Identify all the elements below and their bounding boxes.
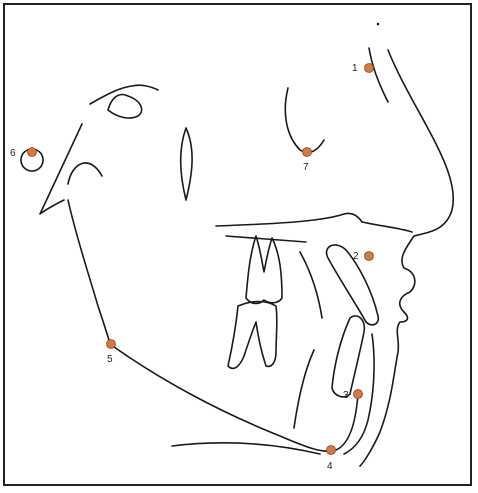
lower-molar	[228, 302, 277, 369]
lower-root-line	[294, 350, 314, 428]
landmark-label-3: 3	[343, 390, 349, 401]
palatal-plane	[216, 213, 412, 232]
landmark-label-1: 1	[352, 63, 358, 74]
hyoid-line	[172, 443, 320, 454]
soft-tissue-profile	[360, 50, 453, 466]
soft-nasion-dot	[377, 23, 380, 26]
nasal-bone	[369, 48, 388, 102]
upper-molar	[246, 236, 282, 304]
landmark-point-1	[365, 64, 374, 73]
palate-lower-line	[226, 236, 306, 242]
condyle-outline	[68, 163, 102, 184]
landmark-point-7	[303, 148, 312, 157]
landmark-label-2: 2	[353, 251, 359, 262]
landmark-point-4	[327, 446, 336, 455]
sella-turcica	[108, 95, 142, 118]
landmark-label-5: 5	[107, 354, 113, 365]
landmark-point-3	[354, 390, 363, 399]
landmark-label-6: 6	[10, 148, 16, 159]
landmark-point-2	[365, 252, 374, 261]
landmark-point-6	[28, 148, 37, 157]
landmark-point-5	[107, 340, 116, 349]
pterygomaxillary-fissure	[181, 128, 192, 200]
mandibular-border	[110, 344, 358, 451]
landmark-label-4: 4	[327, 461, 333, 472]
upper-premolar-line	[300, 252, 322, 318]
occipital-line	[40, 124, 82, 214]
ramus-posterior-border	[68, 200, 110, 344]
landmark-label-7: 7	[303, 162, 309, 173]
landmark-group: 1 2 3 4 5 6 7	[10, 63, 374, 472]
lower-incisor	[332, 316, 364, 397]
orbit-outline	[285, 88, 324, 152]
